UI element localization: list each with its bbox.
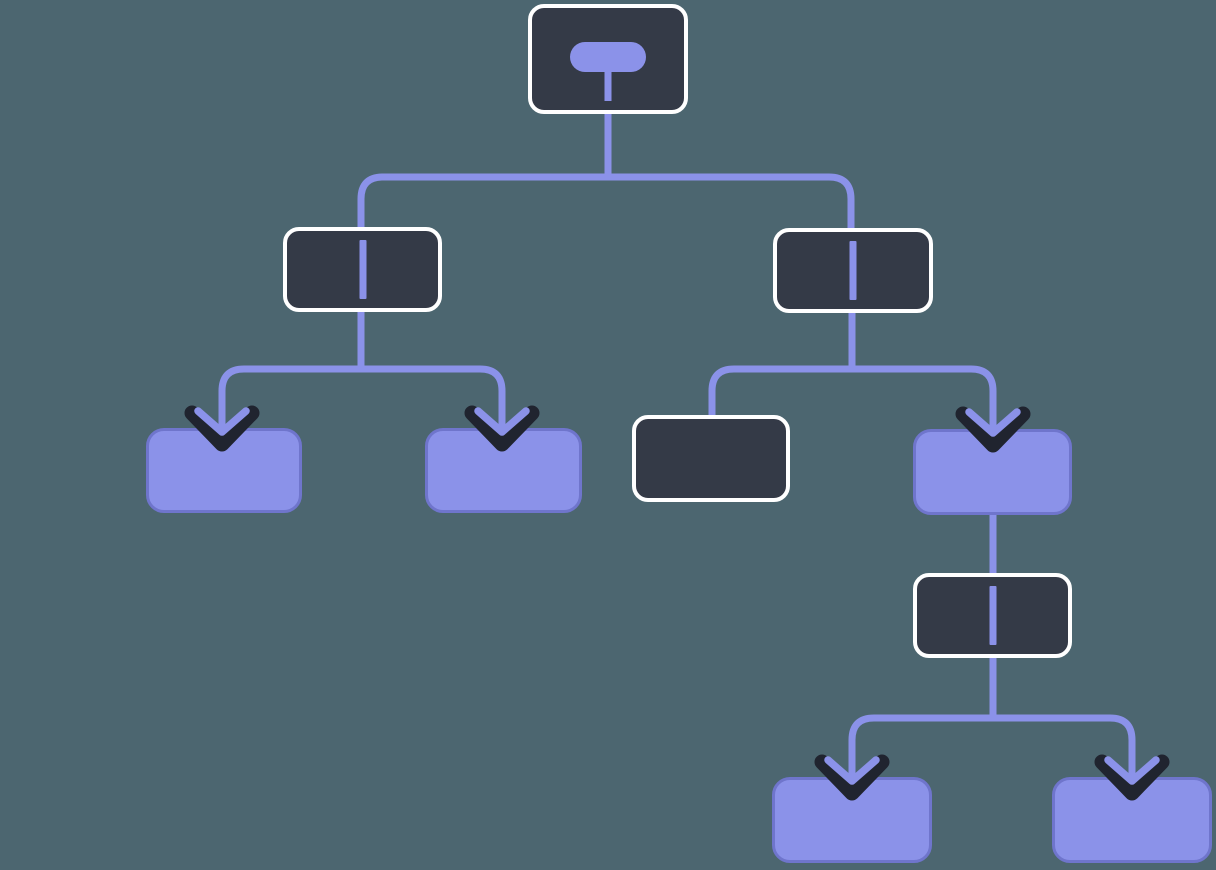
arrowhead-icon xyxy=(824,756,880,785)
node-branch-left[interactable] xyxy=(283,227,442,312)
arrowhead-icon xyxy=(194,407,250,436)
arrowhead-dark-chevron-icon xyxy=(464,405,540,452)
pass-through-line-icon xyxy=(359,240,366,299)
arrowhead-icon xyxy=(474,407,530,436)
root-handle-icon xyxy=(570,42,646,72)
node-root[interactable] xyxy=(528,4,688,114)
arrowhead-dark-chevron-icon xyxy=(814,754,890,801)
edge-left-rail xyxy=(218,365,506,416)
root-handle-stem xyxy=(604,70,612,101)
node-branch-right[interactable] xyxy=(773,228,933,313)
arrowhead-icon xyxy=(1104,756,1160,785)
arrowhead-dark-chevron-icon xyxy=(955,406,1031,453)
pass-through-line-icon xyxy=(849,241,857,300)
edge-root-rail xyxy=(357,173,855,235)
node-dark-leaf[interactable] xyxy=(632,415,790,502)
arrowhead-dark-chevron-icon xyxy=(1094,754,1170,801)
arrowhead-icon xyxy=(965,408,1021,437)
edge-right-rail xyxy=(708,365,997,420)
pass-through-line-icon xyxy=(989,586,996,645)
edge-bottom-rail xyxy=(848,714,1136,765)
node-branch-bottom[interactable] xyxy=(913,573,1072,658)
arrowhead-dark-chevron-icon xyxy=(184,405,260,452)
